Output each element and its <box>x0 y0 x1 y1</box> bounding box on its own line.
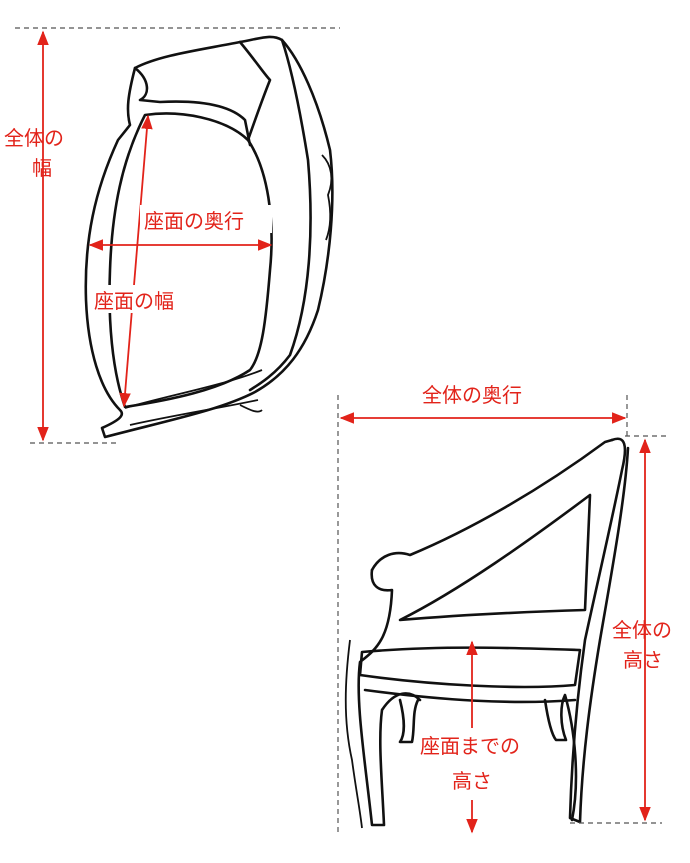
seat-width-label: 座面の幅 <box>94 289 174 313</box>
overall-width-label-line1: 全体の <box>4 126 64 150</box>
overall-height-label-line2: 高さ <box>623 648 663 672</box>
chair-top-view <box>84 35 334 439</box>
dimension-arrows <box>37 30 651 834</box>
seat-width-arrow <box>119 114 153 408</box>
chair-side-view <box>344 437 630 829</box>
overall-height-label-line1: 全体の <box>612 618 672 642</box>
seat-height-label-line1: 座面までの <box>420 734 520 758</box>
overall-width-label-line2: 幅 <box>32 156 52 180</box>
seat-height-label-line2: 高さ <box>452 769 492 793</box>
overall-depth-label: 全体の奥行 <box>422 383 522 407</box>
seat-depth-label: 座面の奥行 <box>144 209 244 233</box>
extension-lines <box>15 27 668 832</box>
